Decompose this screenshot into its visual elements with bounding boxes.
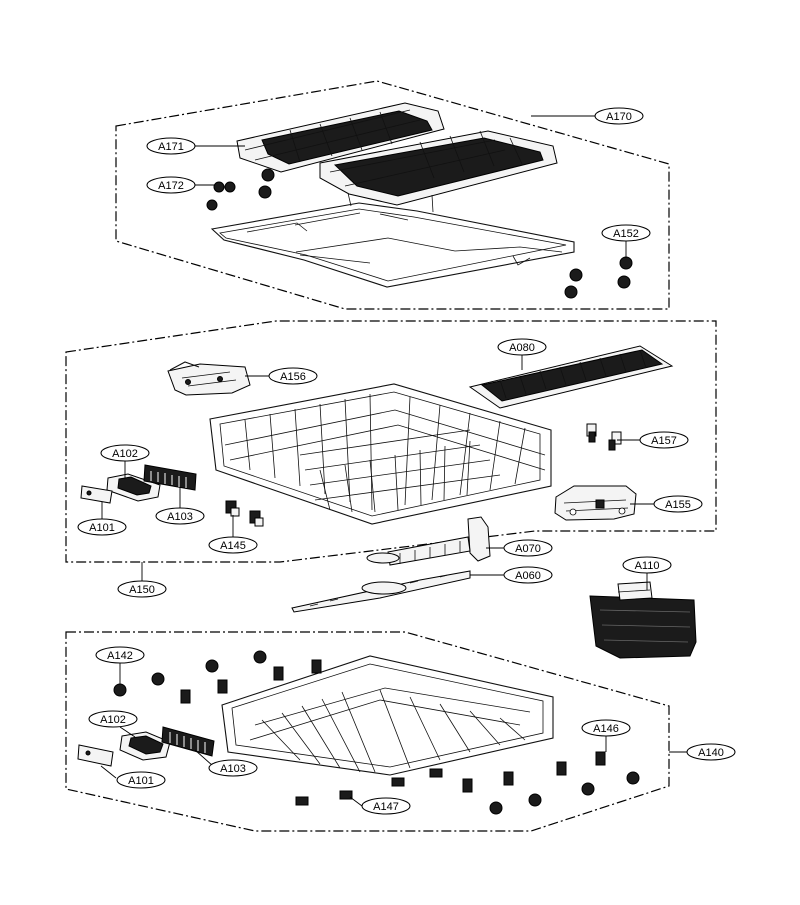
callout-label: A103 [220, 763, 246, 775]
callout-label: A080 [509, 342, 535, 354]
callout-label: A172 [158, 180, 184, 192]
lower-rack-wheels [113, 650, 640, 815]
rack-clip-parts [225, 500, 264, 527]
callout-a156: A156 [268, 367, 318, 385]
leader-lines [100, 115, 687, 807]
lower-rack-stoppers [295, 768, 443, 806]
callout-a170: A170 [594, 107, 644, 125]
callout-label: A152 [613, 228, 639, 240]
callout-label: A102 [112, 448, 138, 460]
lower-handle-parts [77, 726, 215, 767]
callout-a146: A146 [581, 719, 631, 737]
callout-label: A070 [515, 543, 541, 555]
callout-a147: A147 [361, 797, 411, 815]
callout-label: A140 [698, 747, 724, 759]
tine-row-part [468, 345, 674, 409]
callout-a103-lower: A103 [208, 759, 258, 777]
callout-label: A171 [158, 141, 184, 153]
callout-a102-upper: A102 [100, 444, 150, 462]
upper-rack-basket [209, 383, 552, 525]
callout-a142: A142 [95, 646, 145, 664]
callout-a101-lower: A101 [116, 771, 166, 789]
callout-a150: A150 [117, 580, 167, 598]
callout-label: A102 [100, 714, 126, 726]
rack-adjuster-left [167, 361, 251, 396]
rack-roller-parts [206, 168, 275, 211]
callout-label: A147 [373, 801, 399, 813]
callout-label: A060 [515, 570, 541, 582]
lower-rack-basket [221, 655, 554, 776]
callout-label: A142 [107, 650, 133, 662]
callout-a101-upper: A101 [77, 518, 127, 536]
third-rack-tray [236, 102, 558, 206]
callout-label: A110 [635, 560, 660, 572]
callout-label: A155 [665, 499, 691, 511]
upper-spray-arm-tube [366, 516, 491, 566]
callout-label: A101 [128, 775, 154, 787]
callout-a140: A140 [686, 743, 736, 761]
callout-label: A170 [606, 111, 632, 123]
callout-a145: A145 [208, 536, 258, 554]
third-rack-frame [210, 192, 575, 288]
group-boundary-a150 [65, 320, 717, 563]
callout-a172: A172 [146, 176, 196, 194]
callout-a110: A110 [622, 556, 672, 574]
callout-label: A103 [167, 511, 193, 523]
lower-rack-clips [180, 659, 606, 793]
cutlery-basket [589, 581, 697, 659]
rack-wheel-parts [564, 256, 633, 299]
spray-arm [291, 570, 471, 613]
callout-label: A150 [129, 584, 155, 596]
callout-a070: A070 [503, 539, 553, 557]
callout-a080: A080 [497, 338, 547, 356]
upper-handle-parts [80, 464, 197, 504]
callout-label: A145 [220, 540, 246, 552]
callout-a060: A060 [503, 566, 553, 584]
callout-a155: A155 [653, 495, 703, 513]
callout-a103-upper: A103 [155, 507, 205, 525]
group-boundary-a140 [65, 631, 670, 832]
callout-a157: A157 [639, 431, 689, 449]
rack-adjuster-right [554, 485, 637, 521]
callout-label: A146 [593, 723, 619, 735]
callout-a102-lower: A102 [88, 710, 138, 728]
callout-a171: A171 [146, 137, 196, 155]
callout-a152: A152 [601, 224, 651, 242]
callout-label: A101 [89, 522, 115, 534]
callout-label: A157 [651, 435, 677, 447]
rack-stopper-parts [586, 423, 622, 451]
callout-label: A156 [280, 371, 306, 383]
